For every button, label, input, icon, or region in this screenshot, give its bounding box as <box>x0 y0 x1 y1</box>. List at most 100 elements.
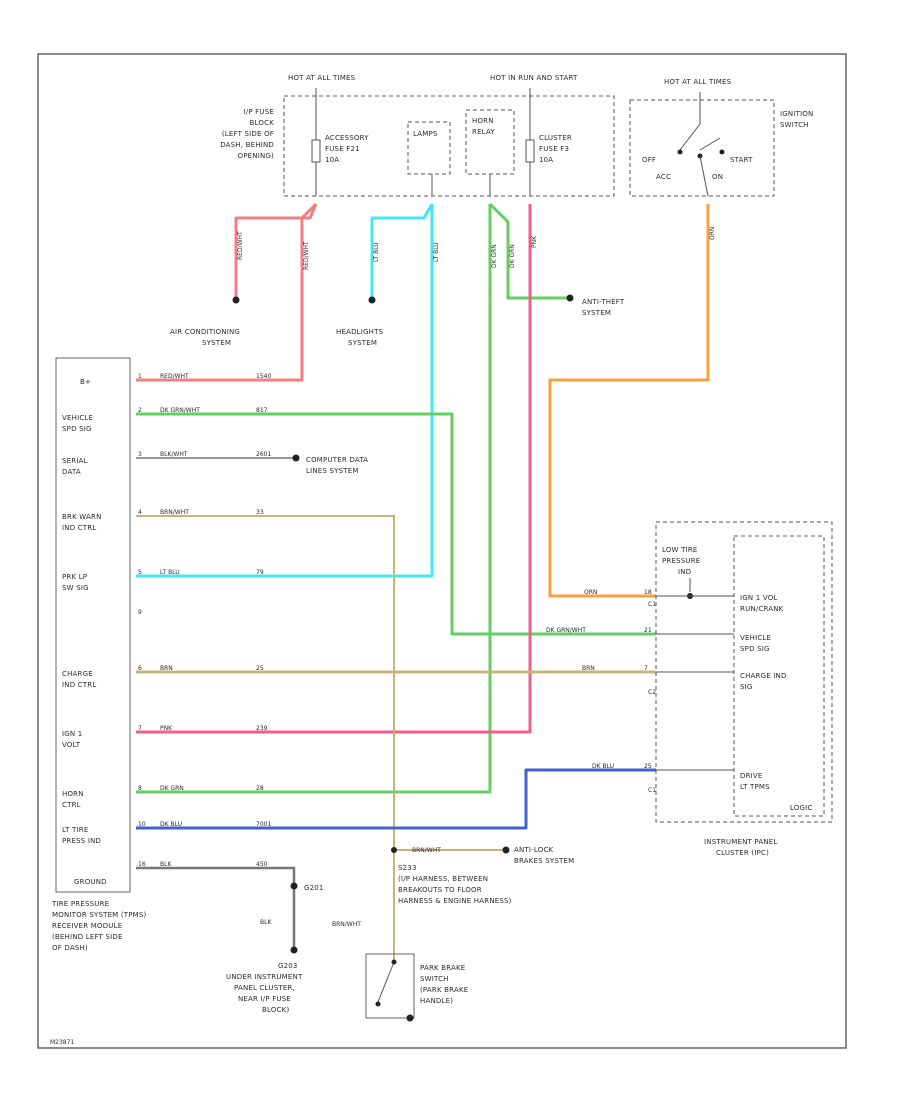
data-lines-label-1: COMPUTER DATA <box>306 456 368 464</box>
fuse-block-location-4: DASH, BEHIND <box>220 141 274 149</box>
wire-cyan-headlights <box>370 203 434 300</box>
fuse-block-location-2: BLOCK <box>250 119 275 127</box>
pin-num-1: 1 <box>138 373 142 380</box>
g203-label-5: BLOCK) <box>262 1006 289 1014</box>
g203-label-3: PANEL CLUSTER, <box>234 984 295 992</box>
data-lines-label-2: LINES SYSTEM <box>306 467 359 475</box>
ipc-row-label-2b: SPD SIG <box>740 645 770 653</box>
cluster-fuse-label-3: 10A <box>539 156 553 164</box>
accessory-fuse-label-3: 10A <box>325 156 339 164</box>
pin-name-5a: PRK LP <box>62 573 87 581</box>
hot-in-run-label: HOT IN RUN AND START <box>490 74 578 82</box>
wire-green-antitheft <box>488 202 570 300</box>
low-tire-label-3: IND <box>678 568 691 576</box>
cluster-fuse-label-1: CLUSTER <box>539 134 572 142</box>
ipc-row-label-4b: LT TPMS <box>740 783 770 791</box>
pin-num-3: 3 <box>138 451 142 458</box>
ipc-label-1: INSTRUMENT PANEL <box>704 838 778 846</box>
wire-color-2: DK GRN/WHT <box>160 407 200 414</box>
splice-label-2: (I/P HARNESS, BETWEEN <box>398 875 488 883</box>
accessory-fuse-label-2: FUSE F21 <box>325 145 360 153</box>
bat-wire-color: RED/WHT <box>303 241 310 270</box>
fuse-block: HOT AT ALL TIMES HOT IN RUN AND START I/… <box>220 74 615 197</box>
pin-num-4: 4 <box>138 509 142 516</box>
park-brake-label-3: (PARK BRAKE <box>420 986 468 994</box>
wire-pink-ign <box>136 204 532 734</box>
g203-label-1: G203 <box>278 962 298 970</box>
ipc-color-4: DK BLU <box>592 763 614 770</box>
hot-at-all-times-label: HOT AT ALL TIMES <box>288 74 356 82</box>
pin-name-16: GROUND <box>74 878 107 886</box>
ignition-start-label: START <box>730 156 753 164</box>
cluster-fuse-label-2: FUSE F3 <box>539 145 569 153</box>
ipc-row-label-1a: IGN 1 VOL <box>740 594 778 602</box>
low-tire-label-2: PRESSURE <box>662 557 700 565</box>
circuit-2: 817 <box>256 407 268 414</box>
wire-color-7: PNK <box>160 725 173 732</box>
abs-system-label-2: BRAKES SYSTEM <box>514 857 574 865</box>
wire-gray-ground <box>136 866 296 950</box>
fuse-block-location-3: (LEFT SIDE OF <box>222 130 274 138</box>
pin-name-3b: DATA <box>62 468 81 476</box>
lamps-wire-color-2: LT BLU <box>433 242 440 262</box>
ipc-conn-4: C1 <box>648 787 656 794</box>
ignition-off-label: OFF <box>642 156 656 164</box>
circuit-5: 79 <box>256 569 264 576</box>
pin-name-8a: HORN <box>62 790 84 798</box>
park-brake-label-4: HANDLE) <box>420 997 453 1005</box>
wire-color-4: BRN/WHT <box>160 509 189 516</box>
lamps-label: LAMPS <box>413 130 438 138</box>
fuse-block-location-5: OPENING) <box>238 152 275 160</box>
instrument-panel-cluster: LOW TIRE PRESSURE IND 18 C1 21 7 C2 25 C… <box>546 521 833 857</box>
pin-num-7: 7 <box>138 725 142 732</box>
wire-green-horn <box>136 204 492 794</box>
wire-cyan-park <box>136 204 434 578</box>
pin-name-8b: CTRL <box>62 801 81 809</box>
ipc-row-label-1b: RUN/CRANK <box>740 605 784 613</box>
tpms-module: B+ VEHICLE SPD SIG SERIAL DATA BRK WARN … <box>51 357 271 952</box>
pin-num-5: 5 <box>138 569 142 576</box>
lamps-wire-color-1: LT BLU <box>373 242 380 262</box>
park-brake-switch: PARK BRAKE SWITCH (PARK BRAKE HANDLE) <box>365 953 468 1022</box>
ac-wire-color: RED/WHT <box>237 231 244 260</box>
ignition-acc-label: ACC <box>656 173 671 181</box>
splice-wire-color: BRN/WHT <box>412 847 441 854</box>
ignition-switch: HOT AT ALL TIMES IGNITION SWITCH OFF ACC… <box>629 78 813 197</box>
pin-num-2: 2 <box>138 407 142 414</box>
accessory-fuse-icon <box>311 139 321 163</box>
horn-wire-color-1: DK GRN <box>491 244 498 268</box>
module-label-4: (BEHIND LEFT SIDE <box>52 933 123 941</box>
pin-name-4a: BRK WARN <box>62 513 102 521</box>
low-tire-label-1: LOW TIRE <box>662 546 698 554</box>
horn-wire-color-2: DK GRN <box>509 244 516 268</box>
park-brake-label-2: SWITCH <box>420 975 449 983</box>
abs-system-label-1: ANTI-LOCK <box>514 846 554 854</box>
pin-name-10b: PRESS IND <box>62 837 101 845</box>
ignition-switch-label-1: IGNITION <box>780 110 813 118</box>
wire-red-bplus <box>136 202 318 382</box>
antitheft-system-label-2: SYSTEM <box>582 309 611 317</box>
wire-color-10: DK BLU <box>160 821 182 828</box>
ipc-row-label-4a: DRIVE <box>740 772 763 780</box>
circuit-4: 33 <box>256 509 264 516</box>
ipc-row-label-2a: VEHICLE <box>740 634 771 642</box>
wire-orange-ign <box>548 204 710 598</box>
ipc-pin-2: 21 <box>644 627 652 634</box>
splice-s233-dot <box>391 847 397 853</box>
g203-label-4: NEAR I/P FUSE <box>238 995 291 1003</box>
headlights-system-label-1: HEADLIGHTS <box>336 328 384 336</box>
ipc-pin-3: 7 <box>644 665 648 672</box>
ignition-wire-color: ORN <box>709 227 716 240</box>
pin-name-10a: LT TIRE <box>62 826 88 834</box>
pin-num-10: 10 <box>138 821 146 828</box>
g201-label: G201 <box>304 884 324 892</box>
circuit-16: 450 <box>256 861 268 868</box>
ipc-conn-1: C1 <box>648 601 656 608</box>
wire-color-1: RED/WHT <box>160 373 189 380</box>
horn-relay-label-2: RELAY <box>472 128 495 136</box>
cluster-wire-color: PNK <box>531 235 538 248</box>
ac-system-label-1: AIR CONDITIONING <box>170 328 240 336</box>
splice-down-wire-color: BRN/WHT <box>332 921 361 928</box>
diagram-id: M23871 <box>50 1039 74 1046</box>
